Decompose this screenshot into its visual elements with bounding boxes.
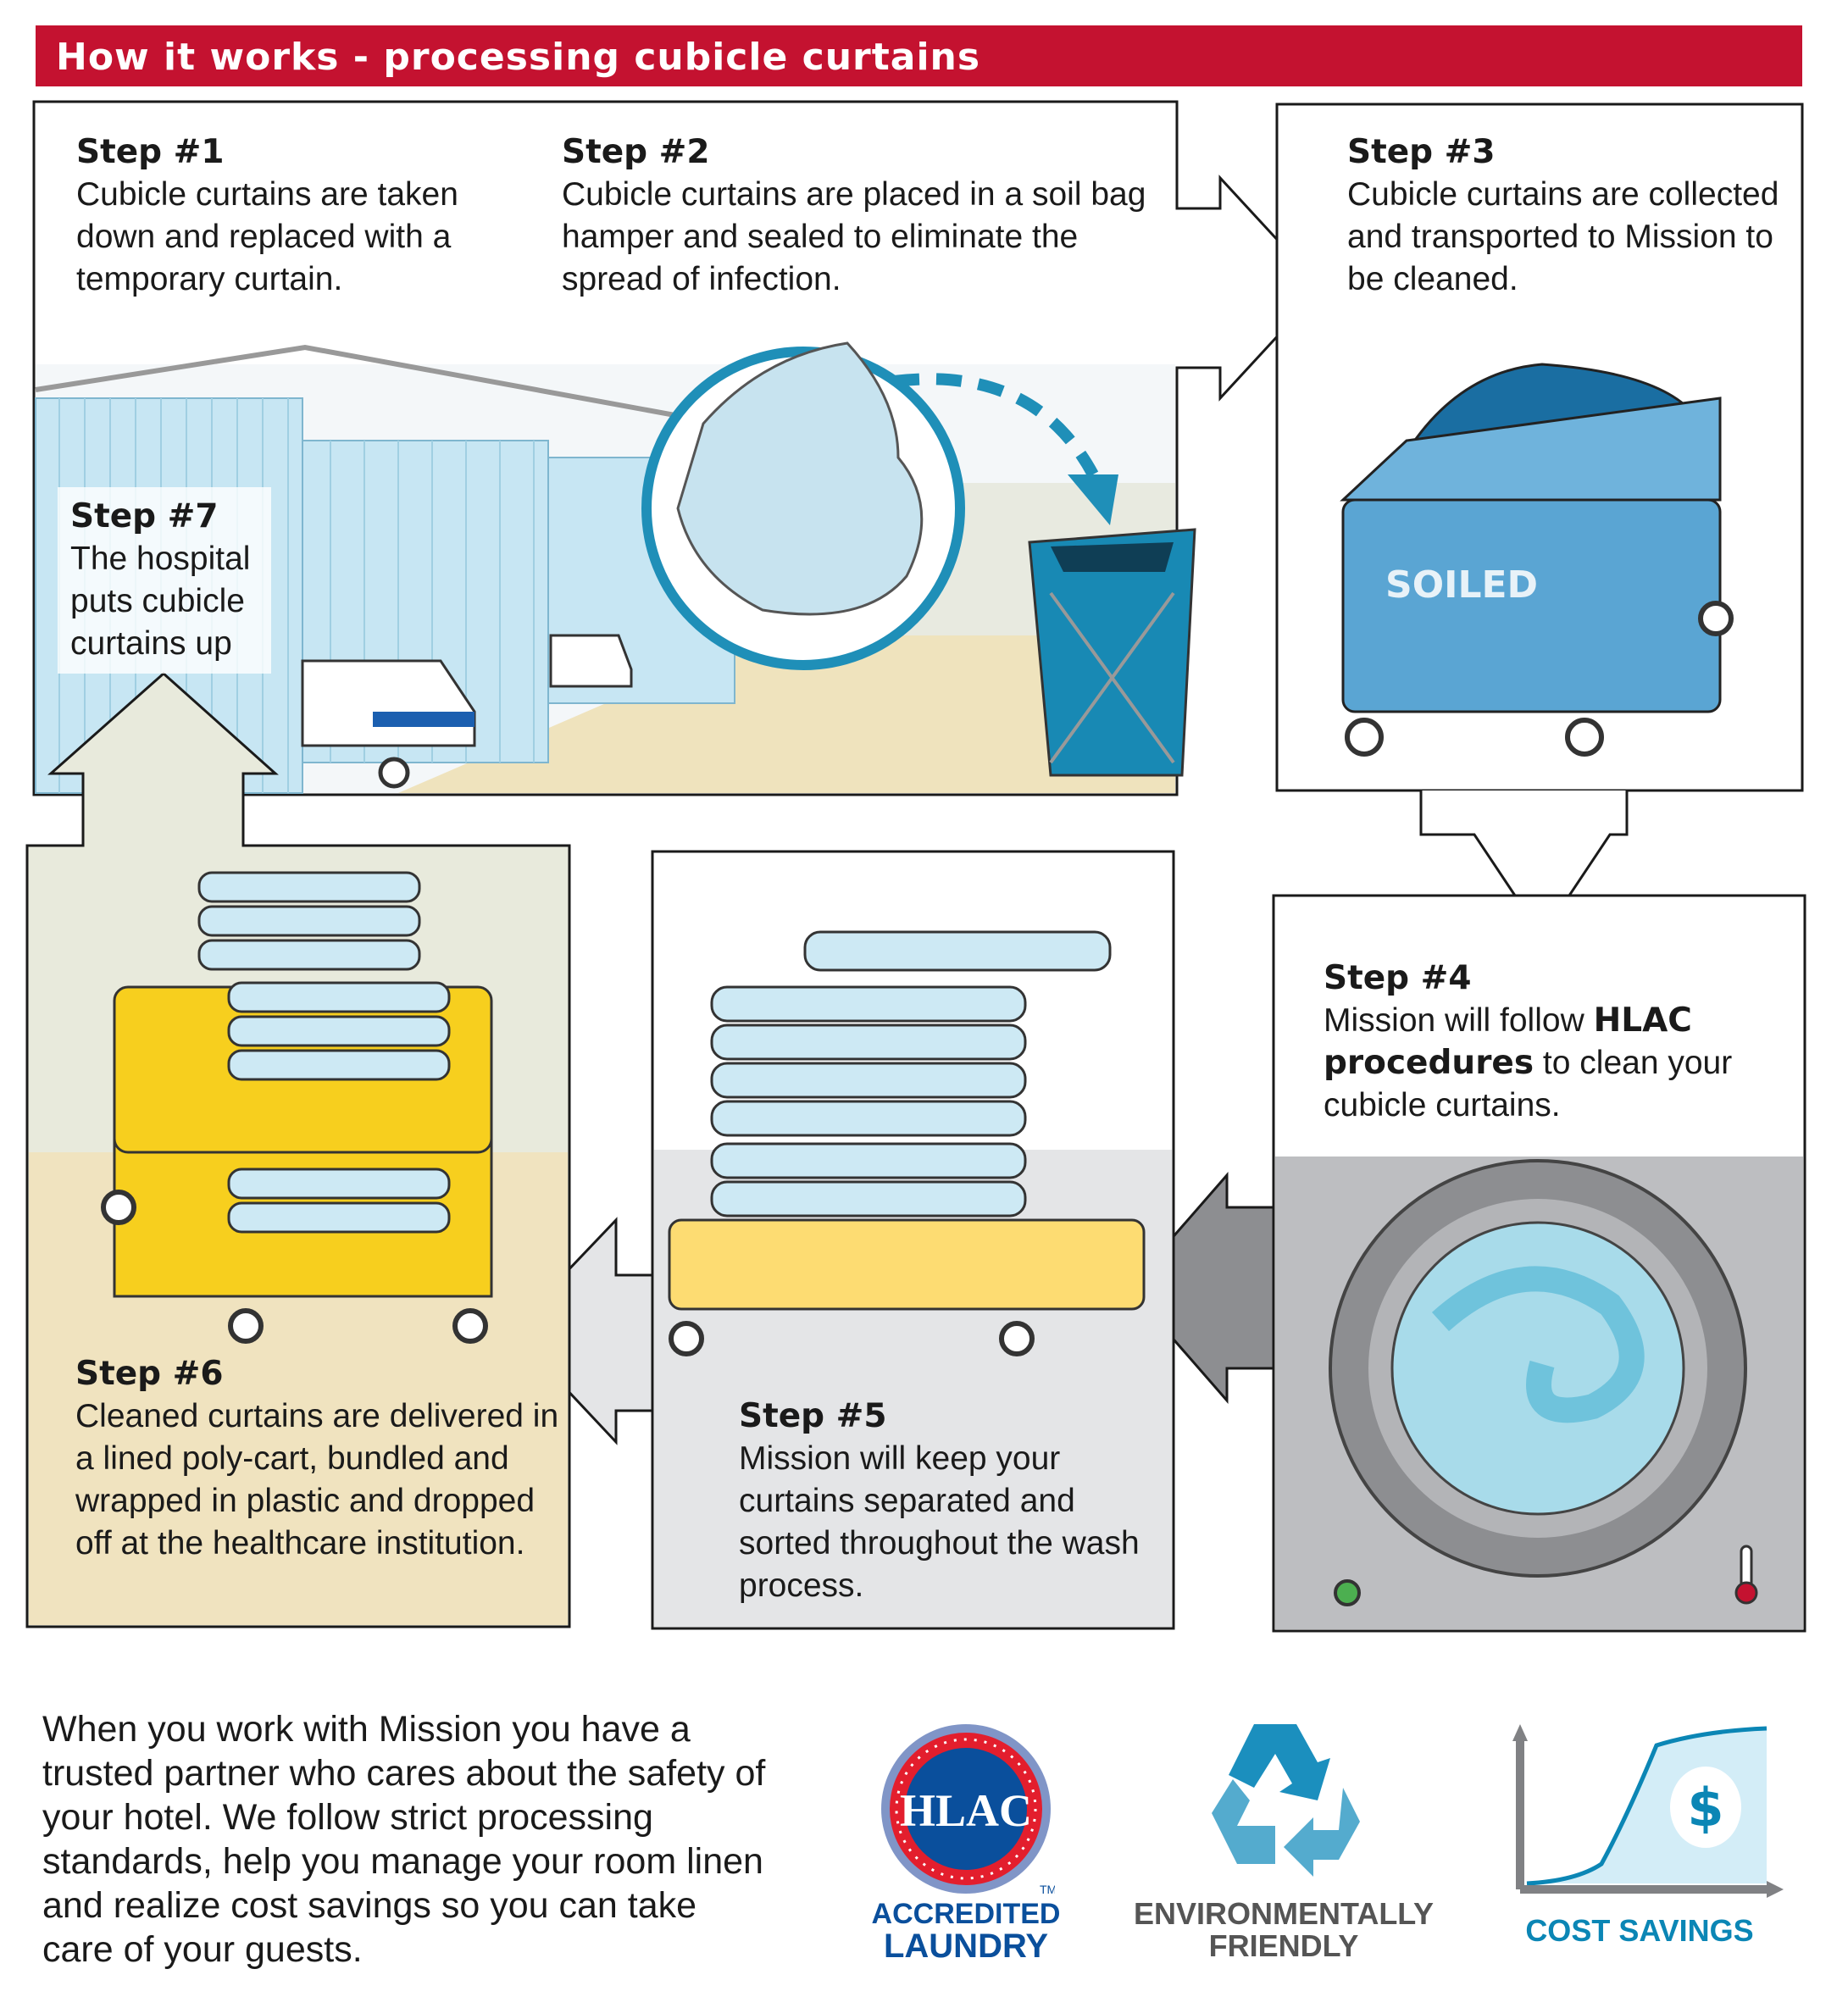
step-6: Step #6 Cleaned curtains are delivered in… (75, 1353, 567, 1565)
soiled-curtain-illustration (641, 341, 1118, 670)
svg-text:$: $ (1687, 1777, 1723, 1839)
step-text: Cubicle curtains are placed in a soil ba… (562, 176, 1146, 297)
poly-cart-illustration (101, 871, 493, 1344)
svg-text:TM: TM (1040, 1883, 1055, 1896)
step-text: Cleaned curtains are delivered in a line… (75, 1398, 559, 1561)
recycle-icon (1212, 1724, 1360, 1877)
step-title: Step #7 (70, 497, 219, 535)
bottom-description: When you work with Mission you have a tr… (42, 1709, 766, 1970)
step-text: Mission will follow HLAC procedures to c… (1324, 1001, 1733, 1123)
step-title: Step #6 (75, 1355, 224, 1393)
step-text: Mission will keep your curtains separate… (739, 1440, 1140, 1604)
sorted-curtains-cart-illustration (668, 930, 1146, 1356)
step-text: Cubicle curtains are collected and trans… (1347, 176, 1779, 297)
step-title: Step #5 (739, 1397, 887, 1435)
step-2: Step #2 Cubicle curtains are placed in a … (562, 131, 1146, 301)
soiled-label: SOILED (1385, 563, 1539, 607)
step-4: Step #4 Mission will follow HLAC procedur… (1324, 957, 1781, 1127)
step-5: Step #5 Mission will keep your curtains s… (739, 1395, 1163, 1607)
step-title: Step #3 (1347, 133, 1496, 171)
left-arrow-4-5 (1127, 1171, 1275, 1405)
step-text: Cubicle curtains are taken down and repl… (76, 176, 458, 297)
hamper-icon (1028, 528, 1196, 777)
step-title: Step #4 (1324, 959, 1472, 997)
svg-text:HLAC: HLAC (900, 1785, 1032, 1836)
cost-savings-chart-icon: $ (1512, 1724, 1784, 1898)
header-bar: How it works - processing cubicle curtai… (36, 25, 1802, 86)
step-text: The hospital puts cubicle curtains up (70, 541, 251, 662)
step-1: Step #1 Cubicle curtains are taken down a… (76, 131, 517, 301)
soiled-cart-illustration (1340, 363, 1734, 757)
step-7: Step #7 The hospital puts cubicle curtain… (70, 496, 274, 665)
page-title: How it works - processing cubicle curtai… (56, 36, 981, 79)
cost-savings-label: COST SAVINGS (1525, 1913, 1754, 1948)
step-3: Step #3 Cubicle curtains are collected an… (1347, 131, 1788, 301)
step-title: Step #2 (562, 133, 710, 171)
washing-machine-illustration (1329, 1159, 1758, 1606)
step-title: Step #1 (76, 133, 225, 171)
hlac-logo: HLAC TM (881, 1724, 1055, 1896)
